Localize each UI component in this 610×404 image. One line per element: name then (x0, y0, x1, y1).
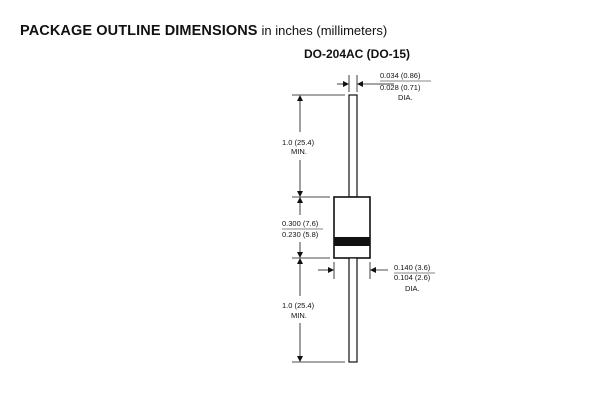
bottom-lead-length-dimension (292, 258, 345, 363)
page-heading: PACKAGE OUTLINE DIMENSIONS in inches (mi… (20, 22, 387, 39)
top-lead-length-value: 1.0 (25.4) (282, 138, 315, 147)
body-length-dimension (292, 197, 330, 259)
lead-diameter-dimension (337, 75, 394, 92)
lead-dia-note: DIA. (398, 93, 413, 102)
package-name: DO-204AC (DO-15) (304, 47, 411, 61)
body-diameter-dimension (318, 262, 388, 279)
top-lead-length-note: MIN. (291, 147, 307, 156)
lead-bottom (348, 257, 358, 363)
body-length-max-label: 0.300 (7.6) (282, 219, 319, 228)
body-dia-min-label: 0.104 (2.6) (394, 273, 431, 282)
bottom-lead-length-note: MIN. (291, 311, 307, 320)
lead-dia-max-label: 0.034 (0.86) (380, 71, 421, 80)
body-dia-max-label: 0.140 (3.6) (394, 263, 431, 272)
lead-dia-min-label: 0.028 (0.71) (380, 83, 421, 92)
body-dia-note: DIA. (405, 284, 420, 293)
heading-units: in inches (millimeters) (261, 23, 388, 38)
diode-body (333, 196, 371, 259)
fraction-dividers (282, 80, 435, 274)
bottom-lead-length-value: 1.0 (25.4) (282, 301, 315, 310)
body-length-min-label: 0.230 (5.8) (282, 230, 319, 239)
heading-title: PACKAGE OUTLINE DIMENSIONS (20, 23, 258, 39)
lead-top (348, 94, 358, 198)
cathode-band (334, 237, 370, 246)
